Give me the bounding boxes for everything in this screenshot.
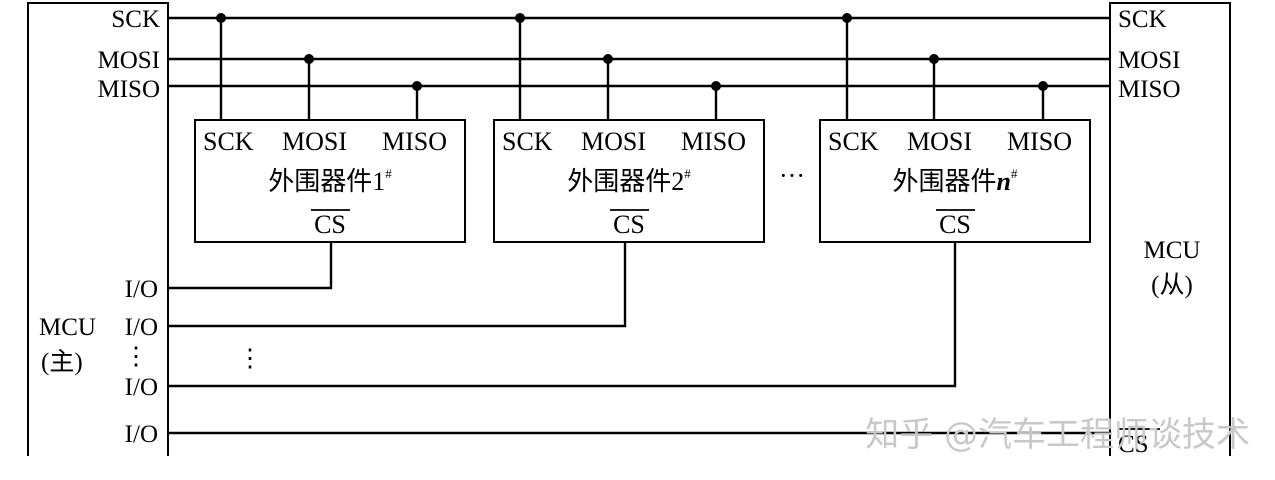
slave-miso-label: MISO [1118, 76, 1181, 103]
device-2-mosi-pin: MOSI [581, 127, 646, 156]
device-n-sck-pin: SCK [828, 127, 879, 156]
device-2-cs-label: CS [613, 210, 645, 239]
master-sck-label: SCK [111, 6, 160, 33]
junction-dot [412, 81, 422, 91]
device-1-sck-pin: SCK [203, 127, 254, 156]
master-mcu-sublabel: (主) [41, 348, 83, 376]
junction-dot [842, 13, 852, 23]
master-miso-label: MISO [97, 76, 160, 103]
slave-mcu-label: MCU [1144, 237, 1201, 264]
device-1-name: 外围器件1# [268, 166, 392, 196]
slave-mcu-box [1109, 2, 1231, 456]
master-mcu-label: MCU [39, 314, 96, 341]
device-2-box [493, 119, 765, 243]
master-io-label: I/O [125, 276, 158, 303]
middle-vdots: ⋮ [238, 345, 263, 372]
device-n-box [819, 119, 1091, 243]
master-io-label: I/O [125, 374, 158, 401]
slave-sck-label: SCK [1118, 6, 1167, 33]
device-n-mosi-pin: MOSI [907, 127, 972, 156]
device-1-miso-pin: MISO [382, 127, 447, 156]
device-1-box [194, 119, 466, 243]
master-io-vdots: ⋮ [124, 343, 149, 370]
device-n-name: 外围器件n# [893, 166, 1018, 196]
junction-dot [603, 54, 613, 64]
slave-mcu-sublabel: (从) [1151, 272, 1193, 299]
device-ellipsis: ··· [779, 161, 805, 190]
device-n-miso-pin: MISO [1007, 127, 1072, 156]
watermark: 知乎 @汽车工程师谈技术 [865, 415, 1250, 455]
device-2-name: 外围器件2# [567, 166, 691, 196]
csn-wire [168, 242, 957, 388]
device-1-cs-label: CS [314, 210, 346, 239]
junction-dot [304, 54, 314, 64]
junction-dot [1038, 81, 1048, 91]
device-2-miso-pin: MISO [681, 127, 746, 156]
device-n-cs-label: CS [939, 210, 971, 239]
junction-dot [515, 13, 525, 23]
junction-dot [711, 81, 721, 91]
device-2-sck-pin: SCK [502, 127, 553, 156]
master-mcu-box [27, 2, 169, 456]
junction-dot [216, 13, 226, 23]
slave-mosi-label: MOSI [1118, 47, 1181, 74]
master-io-label: I/O [125, 421, 158, 448]
cs2-wire [168, 242, 627, 328]
master-io-label: I/O [125, 314, 158, 341]
cs1-wire [168, 242, 333, 290]
junction-dot [929, 54, 939, 64]
device-1-mosi-pin: MOSI [282, 127, 347, 156]
slave-cs-label: CS [1118, 431, 1149, 458]
master-mosi-label: MOSI [97, 47, 160, 74]
